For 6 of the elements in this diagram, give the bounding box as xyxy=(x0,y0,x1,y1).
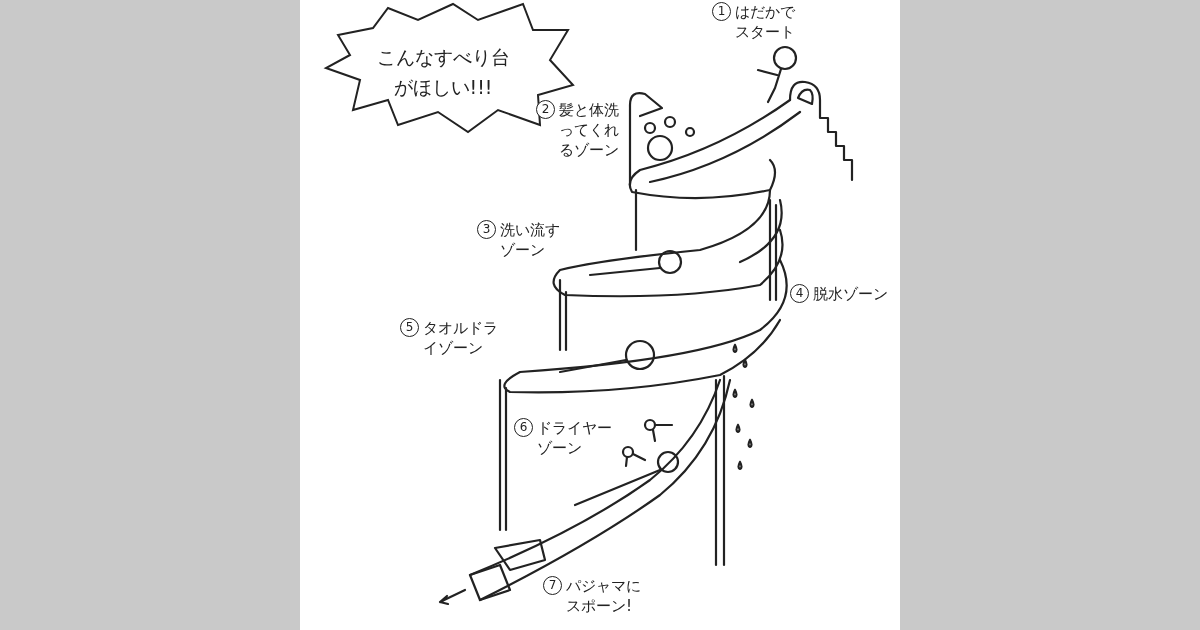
zone-label: 髪と体洗ってくれるゾーン xyxy=(559,100,619,160)
zone-label: 洗い流すゾーン xyxy=(500,220,560,260)
zone-label: 脱水ゾーン xyxy=(813,284,888,304)
zone-label: ドライヤーゾーン xyxy=(537,418,612,458)
speech-bubble-text: こんなすべり台がほしい!!! xyxy=(375,45,511,100)
zone-label: タオルドライゾーン xyxy=(423,318,498,358)
